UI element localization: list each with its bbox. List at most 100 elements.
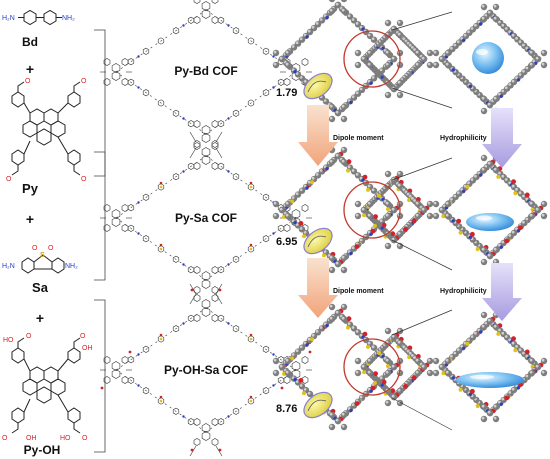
pyrene-phenyl-pysa-2-1	[211, 266, 219, 274]
pyoh-hydroxyl-1: HO	[3, 337, 14, 344]
sulfur-atom	[372, 223, 377, 228]
knot-atom	[328, 0, 336, 3]
oxygen-atom	[470, 231, 475, 237]
nitrogen-atom	[369, 389, 373, 393]
sulfur-atom	[386, 207, 390, 212]
linker-ring-pybd-0-4	[262, 47, 270, 55]
nitrogen-atom	[325, 324, 329, 328]
sulfur-atom	[496, 174, 501, 179]
linker-ring-pybd-3-1	[127, 58, 135, 66]
nitrogen-atom	[293, 70, 297, 74]
pyrene-phenyl-pyohsa-0-0	[193, 294, 201, 302]
linker-ring-pybd-0-1	[217, 16, 225, 24]
linker-ring-pybd-1-4	[232, 109, 240, 117]
knot-atom	[340, 103, 348, 111]
linker-ring-pybd-1-2	[262, 89, 270, 97]
linker-ring-pyohsa-3-4	[172, 325, 180, 333]
knot-atom	[334, 152, 342, 160]
pyoh-hydroxyl-4: HO	[60, 435, 71, 442]
sa-structure	[21, 254, 65, 274]
pyrene-phenyl-pysa-0-0	[193, 142, 201, 150]
imine-n-pyohsa-1	[272, 384, 275, 387]
oxygen-atom	[524, 349, 530, 355]
knot-atom	[334, 109, 342, 117]
knot-atom	[426, 357, 434, 365]
pyrene-phenyl-pyohsa-2-2	[193, 438, 201, 446]
knot-atom	[328, 7, 336, 15]
hydrophilicity-label-1: Hydrophilicity	[440, 135, 487, 142]
knot-atom	[528, 369, 536, 377]
knot-atom	[528, 200, 536, 208]
linker-ring-pyohsa-0-5	[277, 356, 285, 364]
nitrogen-atom	[380, 75, 384, 79]
imine-n-pysa-0	[227, 170, 230, 173]
sa-amine-right: NH₂	[65, 263, 78, 270]
dipole-arrow-1	[298, 105, 338, 166]
pyrene-node-b-pysa-3	[111, 217, 121, 227]
knot-atom	[384, 61, 392, 69]
sulfur-atom	[458, 387, 463, 392]
knot-atom	[360, 55, 368, 63]
knot-atom	[492, 415, 500, 423]
linker-ring-pyohsa-2-4	[142, 387, 150, 395]
knot-atom	[272, 369, 280, 377]
linker-ring-pysa-2-1	[187, 266, 195, 274]
knot-atom	[480, 323, 488, 331]
linker-ring-pysa-2-5	[127, 224, 135, 232]
nitrogen-atom	[451, 219, 455, 223]
pyoh-hydroxyl-2: OH	[82, 345, 93, 352]
knot-atom	[414, 200, 422, 208]
knot-atom	[384, 212, 392, 220]
pyrene-node-b-pyohsa-2	[201, 431, 211, 441]
pyrene-phenyl-pyohsa-0-3	[211, 314, 219, 322]
nitrogen-atom	[369, 81, 373, 85]
knot-atom	[432, 61, 440, 69]
cof-zoom-pyohsa	[432, 311, 548, 423]
knot-atom	[492, 246, 500, 254]
knot-atom	[486, 252, 494, 260]
knot-atom	[540, 212, 548, 220]
knot-atom	[360, 206, 368, 214]
imine-n-pybd-1	[272, 86, 275, 89]
knot-atom	[272, 212, 280, 220]
knot-atom	[284, 212, 292, 220]
linker-ring-pybd-2-5	[127, 78, 135, 86]
linker-ring-pyohsa-3-1	[127, 356, 135, 364]
sulfur-atom	[475, 247, 480, 252]
linker-ring-pyohsa-3-5	[187, 314, 195, 322]
sulfur-atom	[310, 180, 314, 185]
knot-atom	[480, 154, 488, 162]
sulfur-atom	[441, 214, 446, 219]
knot-atom	[340, 115, 348, 123]
knot-atom	[444, 61, 452, 69]
water-droplet-3	[456, 372, 524, 388]
knot-atom	[486, 101, 494, 109]
dipole-marker-1	[303, 72, 333, 100]
knot-atom	[284, 61, 292, 69]
knot-atom	[492, 323, 500, 331]
knot-atom	[534, 363, 542, 371]
oxygen-atom	[403, 384, 408, 389]
knot-atom	[492, 15, 500, 23]
sulfur-atom	[372, 380, 377, 385]
imine-n-pyohsa-2	[182, 415, 185, 418]
knot-atom	[284, 357, 292, 365]
pyrene-node-b-pybd-0	[201, 9, 211, 19]
nitrogen-atom	[305, 35, 309, 39]
pyrene-node-b-pybd-3	[111, 71, 121, 81]
pyrene-phenyl-pysa-3-2	[103, 224, 111, 232]
dipole-value-pysa: 6.95	[276, 236, 297, 248]
knot-atom	[480, 95, 488, 103]
sulfur-atom	[366, 344, 370, 349]
oxygen-atom	[346, 159, 352, 165]
sulfur-atom	[475, 404, 480, 409]
linker-ring-pyohsa-1-1	[277, 376, 285, 384]
imine-n2-pysa-2	[137, 232, 140, 235]
knot-atom	[328, 266, 336, 274]
linker-ring-pybd-3-5	[187, 16, 195, 24]
oxygen-atom	[346, 316, 352, 322]
hydrophilicity-arrow-1	[482, 108, 522, 168]
knot-atom	[340, 7, 348, 15]
knot-atom	[486, 317, 494, 325]
sulfur-atom	[290, 199, 294, 204]
